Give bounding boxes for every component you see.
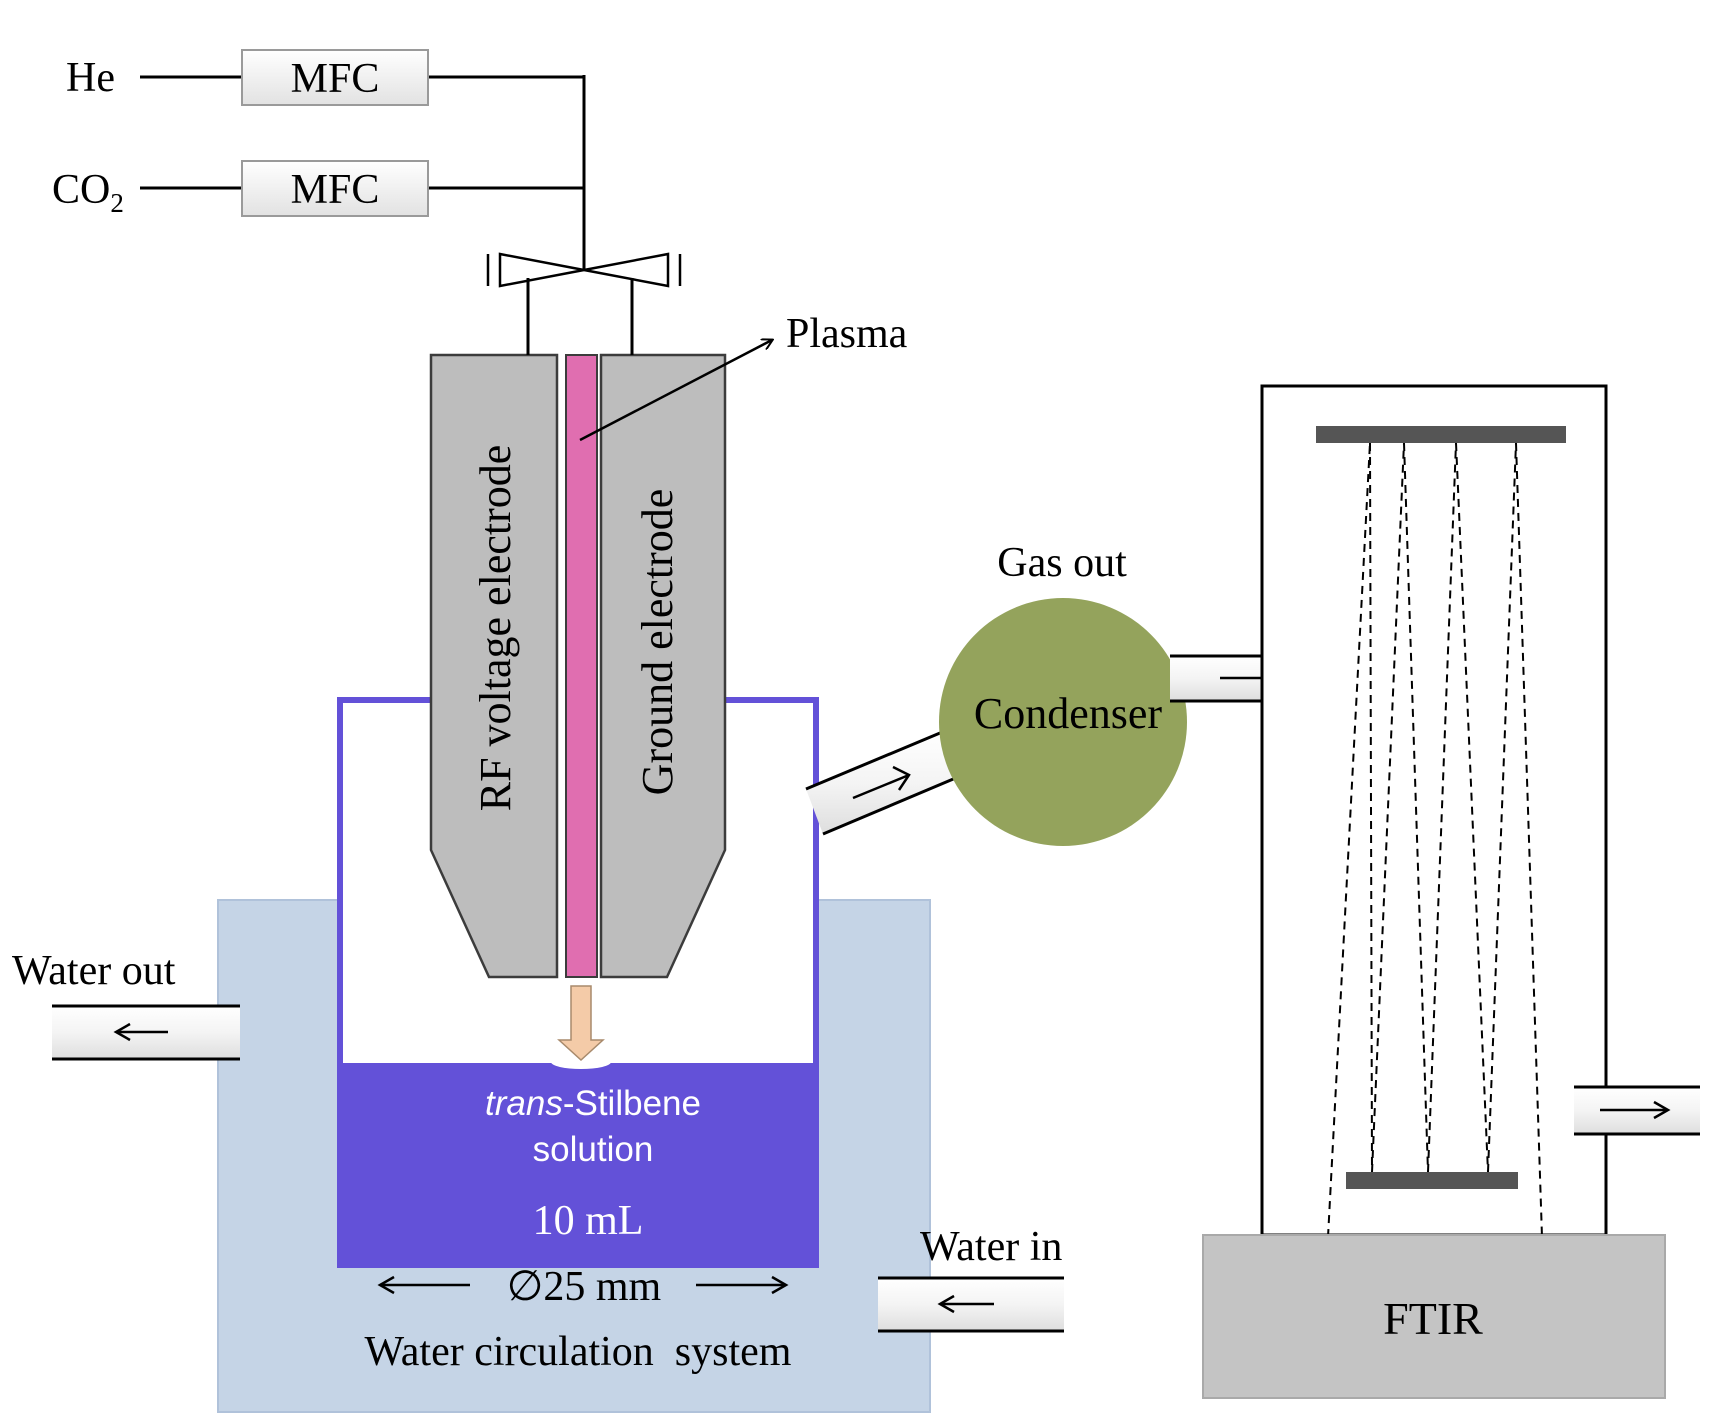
mfc-he-label: MFC: [291, 56, 380, 102]
gas-out-label: Gas out: [997, 540, 1127, 586]
diameter-dimension-arrows: [377, 1275, 789, 1295]
rf-electrode-label: RF voltage electrode: [471, 445, 520, 812]
plasma-jet-impact: [551, 1055, 611, 1069]
solution-line2-label: solution: [533, 1130, 654, 1169]
ftir-exhaust-flow-arrow: [1600, 1100, 1671, 1120]
condenser-label: Condenser: [974, 689, 1163, 738]
mfc-he: MFC: [241, 49, 429, 106]
he-label: He: [66, 55, 115, 101]
solution-volume-label: 10 mL: [533, 1198, 644, 1244]
mfc-co2: MFC: [241, 160, 429, 217]
plasma-flow-arrow: [557, 985, 605, 1062]
outlet-flow-arrow: [852, 765, 911, 800]
solution: [340, 1063, 816, 1265]
water-in-arrow: [937, 1294, 994, 1314]
ftir-gas-cell: [1260, 384, 1608, 1237]
solution-name-label: trans-Stilbene: [485, 1084, 701, 1123]
diameter-label: ∅25 mm: [507, 1264, 662, 1310]
lower-mirror: [1346, 1172, 1518, 1189]
ir-beam-path: [1327, 442, 1543, 1238]
mfc-co2-label: MFC: [291, 167, 380, 213]
plasma-pointer: [579, 340, 772, 442]
water-out-label: Water out: [12, 948, 176, 994]
co2-label: CO2: [52, 167, 124, 218]
ftir-label: FTIR: [1383, 1293, 1483, 1344]
gas-valve: [486, 252, 682, 288]
water-circulation-label: Water circulation system: [365, 1329, 792, 1375]
upper-mirror: [1316, 426, 1566, 443]
outlet-pipe: [806, 733, 958, 834]
condenser: [939, 598, 1187, 846]
ground-electrode: [599, 353, 727, 979]
plasma-label: Plasma: [786, 311, 908, 357]
water-in-label: Water in: [920, 1224, 1062, 1270]
water-out-arrow: [113, 1022, 168, 1042]
ftir-analyzer: [1202, 1234, 1666, 1399]
ground-electrode-label: Ground electrode: [633, 489, 682, 796]
plasma-region: [565, 354, 598, 978]
rf-voltage-electrode: [429, 353, 559, 979]
